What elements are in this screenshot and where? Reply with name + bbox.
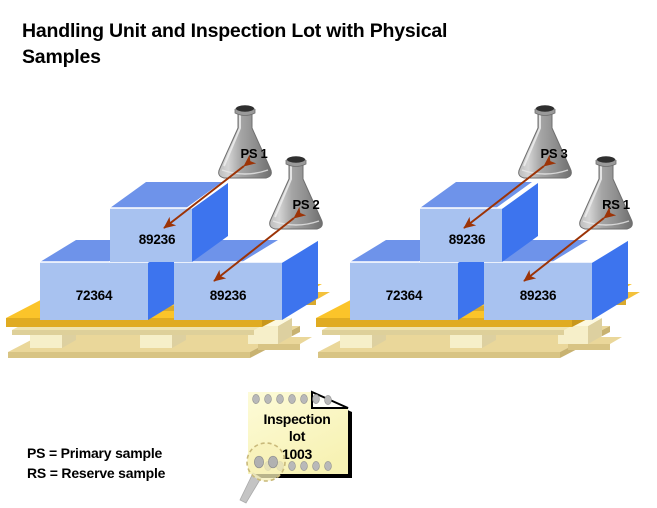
flask-label: PS 2 — [293, 197, 320, 212]
note-line-2: lot — [289, 428, 306, 444]
right-handling-unit: 72364 89236 89236 — [316, 105, 640, 358]
box-label: 89236 — [520, 288, 557, 303]
flask-label: PS 1 — [241, 146, 268, 161]
box-label: 89236 — [210, 288, 247, 303]
flask-label: RS 1 — [602, 197, 630, 212]
magnifier-icon — [239, 442, 286, 504]
note-line-1: Inspection — [263, 411, 330, 427]
left-handling-unit: 72364 89236 89236 — [6, 105, 330, 358]
flask-ps2: PS 2 — [269, 156, 323, 230]
flask-label: PS 3 — [541, 146, 568, 161]
flask-ps3: PS 3 — [518, 105, 572, 179]
legend: PS = Primary sample RS = Reserve sample — [27, 443, 165, 484]
box-label: 89236 — [449, 232, 486, 247]
flask-ps1: PS 1 — [218, 105, 272, 179]
arrow-ps1-to-box — [163, 154, 257, 229]
box-label: 89236 — [139, 232, 176, 247]
note-line-3: 1003 — [282, 446, 312, 462]
note-spiral-holes-top — [252, 394, 332, 405]
legend-line-primary-sample: PS = Primary sample — [27, 445, 163, 461]
page-title: Handling Unit and Inspection Lot with Ph… — [22, 18, 622, 71]
arrow-ps2-to-box — [213, 206, 307, 282]
page-title-line-1: Handling Unit and Inspection Lot with Ph… — [22, 20, 448, 42]
legend-line-reserve-sample: RS = Reserve sample — [27, 465, 166, 482]
arrow-ps3-to-box — [463, 154, 557, 229]
flask-rs1: RS 1 — [579, 156, 633, 230]
box-label: 72364 — [76, 288, 113, 303]
box-label: 72364 — [386, 288, 423, 303]
arrow-rs1-to-box — [523, 206, 617, 282]
inspection-lot-note: Inspection lot 1003 — [239, 390, 352, 504]
page-title-line-2: Samples — [22, 46, 101, 69]
